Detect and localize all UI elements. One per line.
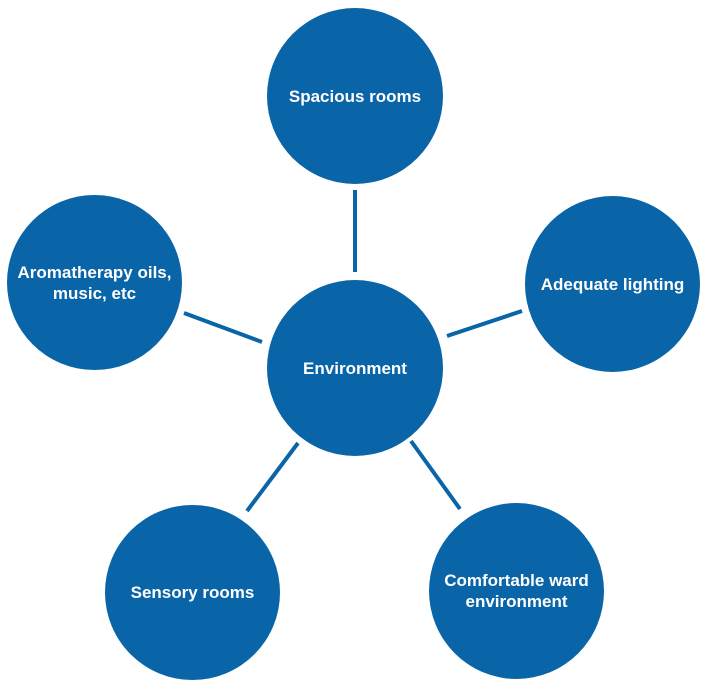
node-adequate-lighting-label: Adequate lighting <box>540 274 685 294</box>
connector-left <box>183 311 263 344</box>
node-environment-label: Environment <box>303 358 407 378</box>
node-spacious-rooms-label: Spacious rooms <box>288 86 422 106</box>
connector-bottom-left <box>245 441 300 513</box>
node-sensory-rooms: Sensory rooms <box>105 505 280 680</box>
node-environment: Environment <box>267 280 443 456</box>
node-comfortable-ward-environment: Comfortable ward environment <box>429 503 604 679</box>
connector-right <box>446 309 523 338</box>
connector-bottom-right <box>409 439 462 511</box>
node-comfortable-ward-environment-label: Comfortable ward environment <box>444 571 589 611</box>
node-aromatherapy: Aromatherapy oils, music, etc <box>7 195 182 370</box>
node-adequate-lighting: Adequate lighting <box>525 196 700 372</box>
node-aromatherapy-label: Aromatherapy oils, music, etc <box>17 262 172 303</box>
node-sensory-rooms-label: Sensory rooms <box>130 583 255 602</box>
node-spacious-rooms: Spacious rooms <box>267 8 443 184</box>
